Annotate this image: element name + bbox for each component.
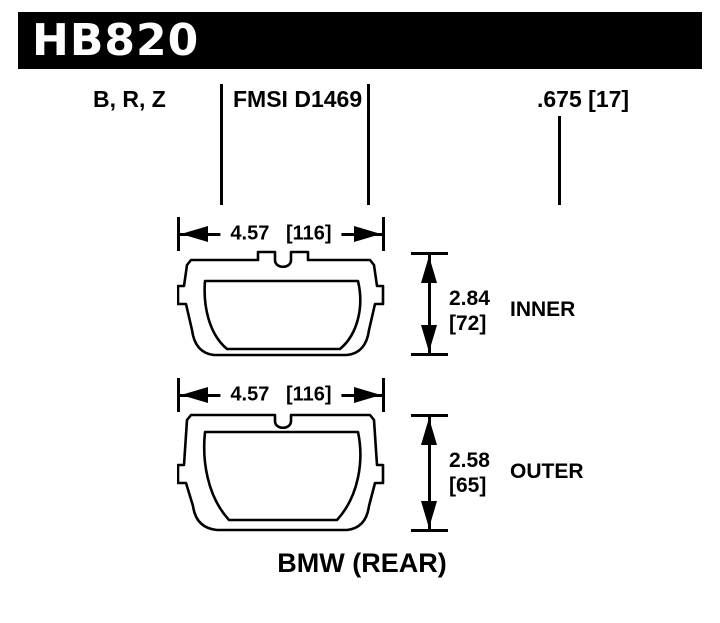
inner-height-value: 2.84 [72] [449, 286, 490, 336]
arrow-right-icon [354, 387, 381, 403]
extension-line-bottom [411, 353, 448, 356]
compound-codes: B, R, Z [93, 86, 166, 112]
leader-line-right [558, 116, 561, 205]
leader-line-left [220, 84, 223, 205]
dimension-line [428, 254, 431, 354]
arrow-up-icon [421, 256, 437, 283]
inner-friction-material-outline [203, 279, 362, 351]
arrow-left-icon [181, 226, 208, 242]
outer-pad-height-dimension [410, 414, 450, 532]
outer-height-value: 2.58 [65] [449, 448, 490, 498]
arrow-down-icon [421, 501, 437, 528]
inner-brake-pad-drawing [177, 250, 385, 357]
leader-line-middle [367, 84, 370, 205]
extension-line-left [177, 217, 180, 251]
extension-line-top [411, 252, 448, 255]
outer-friction-material-outline [202, 430, 362, 522]
arrow-left-icon [181, 387, 208, 403]
dimension-line [428, 416, 431, 530]
extension-line-right [382, 217, 385, 251]
extension-line-top [411, 414, 448, 417]
application-label: BMW (REAR) [277, 548, 447, 578]
arrow-down-icon [421, 325, 437, 352]
extension-line-right [382, 378, 385, 412]
inner-pad-label: INNER [510, 298, 576, 321]
outer-height-mm: [65] [449, 474, 487, 498]
inner-height-inches: 2.84 [449, 287, 490, 310]
outer-pad-label: OUTER [510, 460, 584, 483]
inner-pad-width-dimension: 4.57 [116] [177, 217, 385, 251]
inner-width-value: 4.57 [116] [220, 222, 342, 246]
outer-height-inches: 2.58 [449, 449, 490, 472]
part-number-banner: HB820 [18, 12, 702, 69]
outer-width-value: 4.57 [116] [220, 383, 342, 407]
part-number: HB820 [32, 15, 200, 66]
inner-pad-height-dimension [410, 252, 450, 356]
outer-brake-pad-drawing [177, 413, 385, 532]
fmsi-number: FMSI D1469 [233, 86, 363, 112]
outer-pad-width-dimension: 4.57 [116] [177, 378, 385, 412]
pad-thickness: .675 [17] [537, 86, 630, 112]
inner-height-mm: [72] [449, 312, 487, 336]
arrow-up-icon [421, 418, 437, 445]
extension-line-bottom [411, 529, 448, 532]
arrow-right-icon [354, 226, 381, 242]
extension-line-left [177, 378, 180, 412]
